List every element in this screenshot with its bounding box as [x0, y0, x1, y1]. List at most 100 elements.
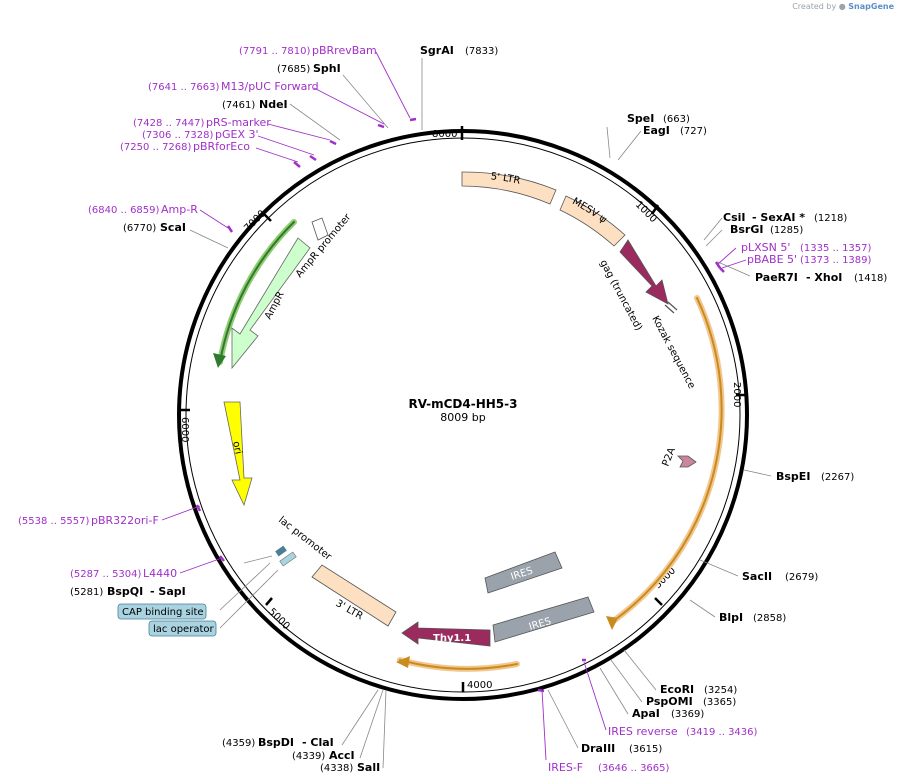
- primer-position: (7791 .. 7810): [239, 46, 311, 57]
- enzyme-position: (1418): [854, 273, 887, 284]
- label-p2a: P2A: [661, 446, 678, 468]
- enzyme-name: EcoRI: [660, 683, 694, 696]
- watermark-brand: SnapGene: [848, 2, 894, 11]
- watermark-prefix: Created by: [792, 2, 837, 11]
- primer-lines: [161, 51, 747, 761]
- primer-name: pRS-marker: [206, 116, 271, 129]
- enzyme-name: ScaI: [160, 221, 186, 234]
- feature-kozak: [667, 301, 678, 311]
- enzyme-label[interactable]: (6770) ScaI: [123, 221, 186, 234]
- enzyme-name: NdeI: [259, 98, 288, 111]
- primer-label[interactable]: (7250 .. 7268) pBRforEco: [120, 140, 250, 153]
- enzyme-name: SphI: [313, 62, 341, 75]
- enzyme-label[interactable]: SgrAI (7833): [420, 44, 498, 57]
- primer-label[interactable]: (5287 .. 5304) L4440: [70, 567, 177, 580]
- enzyme-label[interactable]: EcoRI (3254): [660, 683, 737, 696]
- snapgene-logo-icon: ●: [838, 2, 846, 11]
- primer-name: IRES-F: [548, 761, 583, 774]
- enzyme-label[interactable]: (5281) BspQI - SapI: [70, 585, 186, 598]
- enzyme-position: (7461): [222, 100, 255, 111]
- primer-label[interactable]: IRES reverse (3419 .. 3436): [608, 725, 758, 738]
- snapgene-watermark: Created by ● SnapGene: [792, 2, 894, 11]
- primer-label[interactable]: IRES-F (3646 .. 3665): [548, 761, 670, 774]
- primer-label[interactable]: (6840 .. 6859) Amp-R: [88, 203, 198, 216]
- primer-position: (3419 .. 3436): [686, 727, 758, 738]
- primer-label[interactable]: pLXSN 5' (1335 .. 1357): [741, 241, 872, 254]
- enzyme-position: (2858): [753, 613, 786, 624]
- primer-position: (7641 .. 7663): [148, 82, 220, 93]
- enzyme-alias: - XhoI: [806, 271, 842, 284]
- primer-label[interactable]: (7791 .. 7810) pBRrevBam: [239, 44, 377, 57]
- enzyme-label[interactable]: (4339) AccI: [292, 749, 355, 762]
- enzyme-name: SalI: [357, 761, 380, 774]
- enzyme-position: (2267): [821, 472, 854, 483]
- scale-ticks: [180, 126, 748, 692]
- feature-gag: [619, 239, 669, 305]
- primer-position: (5287 .. 5304): [70, 569, 142, 580]
- leader-lines: [189, 58, 772, 769]
- enzyme-label[interactable]: EagI (727): [643, 124, 707, 137]
- enzyme-position: (7833): [465, 46, 498, 57]
- plasmid-name: RV-mCD4-HH5-3: [408, 397, 517, 411]
- primer-marks: [195, 117, 725, 693]
- boxed-label-lac-operator[interactable]: lac operator: [148, 620, 217, 637]
- label-lac: lac promoter: [276, 515, 334, 564]
- boxed-label-cap-binding-site[interactable]: CAP binding site: [117, 603, 207, 620]
- feature-ires-inner: [484, 551, 563, 594]
- feature-mesv: [559, 195, 626, 247]
- enzyme-alias: - ClaI: [302, 736, 334, 749]
- primer-label[interactable]: (5538 .. 5557) pBR322ori-F: [18, 514, 159, 527]
- tick-label-6000: 6000: [179, 417, 190, 442]
- primer-name: M13/pUC Forward: [221, 80, 319, 93]
- primer-name: Amp-R: [161, 203, 198, 216]
- enzyme-label[interactable]: (7685) SphI: [277, 62, 341, 75]
- enzyme-name: DraIII: [581, 742, 615, 755]
- primer-name: pBABE 5': [747, 253, 797, 266]
- enzyme-position: (2679): [785, 572, 818, 583]
- enzyme-label[interactable]: SpeI (663): [627, 112, 690, 125]
- enzyme-name: AccI: [329, 749, 355, 762]
- label-ori: ori: [230, 440, 243, 455]
- primer-label[interactable]: (7641 .. 7663) M13/pUC Forward: [148, 80, 319, 93]
- feature-thy: [401, 621, 491, 647]
- enzyme-label[interactable]: BlpI (2858): [719, 611, 786, 624]
- enzyme-label[interactable]: (4359) BspDI - ClaI: [222, 736, 334, 749]
- enzyme-position: (6770): [123, 223, 156, 234]
- enzyme-name: BlpI: [719, 611, 743, 624]
- primer-position: (3646 .. 3665): [598, 763, 670, 774]
- enzyme-alias: - SexAI *: [752, 211, 805, 224]
- primer-position: (7306 .. 7328): [142, 130, 214, 141]
- primer-position: (1373 .. 1389): [800, 255, 872, 266]
- enzyme-label[interactable]: (7461) NdeI: [222, 98, 288, 111]
- tick-label-8000: 8000: [432, 129, 457, 140]
- primer-label[interactable]: pBABE 5' (1373 .. 1389): [747, 253, 872, 266]
- primer-name: L4440: [143, 567, 177, 580]
- enzyme-name: PaeR7I: [755, 271, 798, 284]
- enzyme-label[interactable]: BsrGI (1285): [730, 223, 803, 236]
- enzyme-label[interactable]: PspOMI (3365): [646, 695, 736, 708]
- orf-arrowhead: [606, 616, 618, 630]
- enzyme-label[interactable]: (4338) SalI: [320, 761, 380, 774]
- primer-position: (1335 .. 1357): [800, 243, 872, 254]
- primer-name: pBR322ori-F: [91, 514, 159, 527]
- enzyme-label[interactable]: PaeR7I - XhoI (1418): [755, 271, 887, 284]
- enzyme-label[interactable]: BspEI (2267): [776, 470, 854, 483]
- enzyme-label[interactable]: ApaI (3369): [632, 707, 704, 720]
- enzyme-label[interactable]: SacII (2679): [742, 570, 818, 583]
- enzyme-name: BspQI: [107, 585, 143, 598]
- enzyme-label[interactable]: DraIII (3615): [581, 742, 662, 755]
- feature-lac-promoter: [275, 545, 297, 567]
- enzyme-name: PspOMI: [646, 695, 693, 708]
- lac-operator-label: lac operator: [153, 624, 214, 635]
- enzyme-position: (727): [680, 126, 707, 137]
- enzyme-label[interactable]: CsiI - SexAI * (1218): [723, 211, 847, 224]
- feature-kozak: [664, 304, 675, 314]
- feature-ampr-promoter: [311, 217, 329, 241]
- primer-label[interactable]: (7428 .. 7447) pRS-marker: [133, 116, 271, 129]
- label-ltr5: 5' LTR: [490, 171, 521, 186]
- primer-name: pBRrevBam: [312, 44, 377, 57]
- enzyme-position: (4359): [222, 738, 255, 749]
- primer-label[interactable]: (7306 .. 7328) pGEX 3': [142, 128, 259, 141]
- label-kozak: Kozak sequence: [649, 314, 697, 390]
- enzyme-name: SgrAI: [420, 44, 454, 57]
